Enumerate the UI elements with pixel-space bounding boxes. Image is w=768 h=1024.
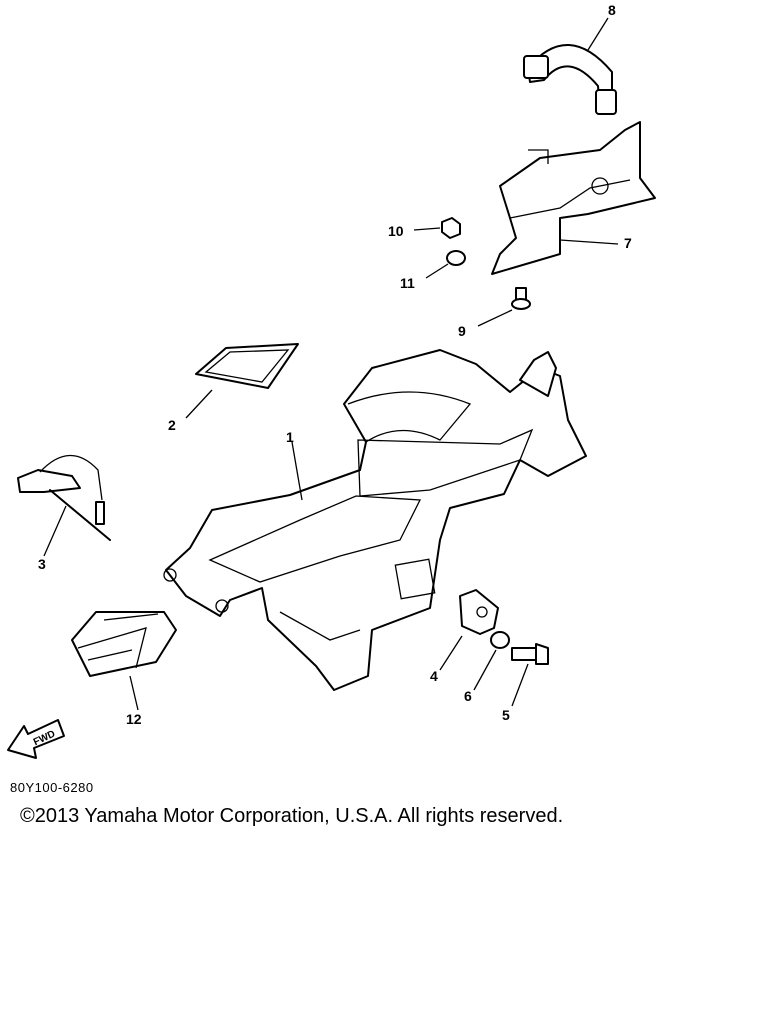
leader-3 [43, 505, 67, 557]
callout-7: 7 [624, 235, 632, 251]
callout-11: 11 [400, 275, 415, 291]
callout-2: 2 [168, 417, 176, 433]
part-10-nut [441, 217, 461, 239]
leader-12 [129, 675, 139, 711]
part-12-connector [71, 611, 177, 677]
part-8-strap [523, 44, 617, 115]
part-9-bolt [511, 287, 531, 310]
callout-9: 9 [458, 323, 466, 339]
part-6-washer [490, 631, 510, 649]
leader-8 [587, 17, 609, 51]
copyright-notice: ©2013 Yamaha Motor Corporation, U.S.A. A… [20, 805, 564, 827]
callout-1: 1 [286, 429, 294, 445]
part-7-bracket [491, 121, 656, 275]
callout-4: 4 [430, 668, 438, 684]
leader-11 [425, 263, 449, 279]
callout-5: 5 [502, 707, 510, 723]
leader-10 [413, 227, 441, 231]
leader-1 [291, 441, 303, 501]
leader-5 [511, 663, 529, 707]
part-3-clamp [17, 454, 111, 541]
fwd-arrow-icon: FWD [7, 719, 65, 759]
leader-4 [439, 635, 463, 671]
part-11-washer [446, 250, 466, 266]
part-5-bolt [511, 643, 549, 665]
part-4-cam [459, 589, 499, 635]
part-2-label [195, 343, 299, 389]
callout-6: 6 [464, 688, 472, 704]
leader-6 [473, 649, 497, 691]
leader-2 [185, 389, 213, 419]
leader-7 [559, 239, 619, 245]
part-1-frame [163, 349, 587, 691]
callout-12: 12 [126, 711, 142, 727]
drawing-code: 80Y100-6280 [10, 780, 94, 795]
leader-9 [477, 309, 513, 327]
exploded-parts-diagram: FWD 1 2 3 4 5 6 7 8 9 10 11 12 [7, 2, 656, 759]
callout-3: 3 [38, 556, 46, 572]
callout-8: 8 [608, 2, 616, 18]
callout-10: 10 [388, 223, 404, 239]
